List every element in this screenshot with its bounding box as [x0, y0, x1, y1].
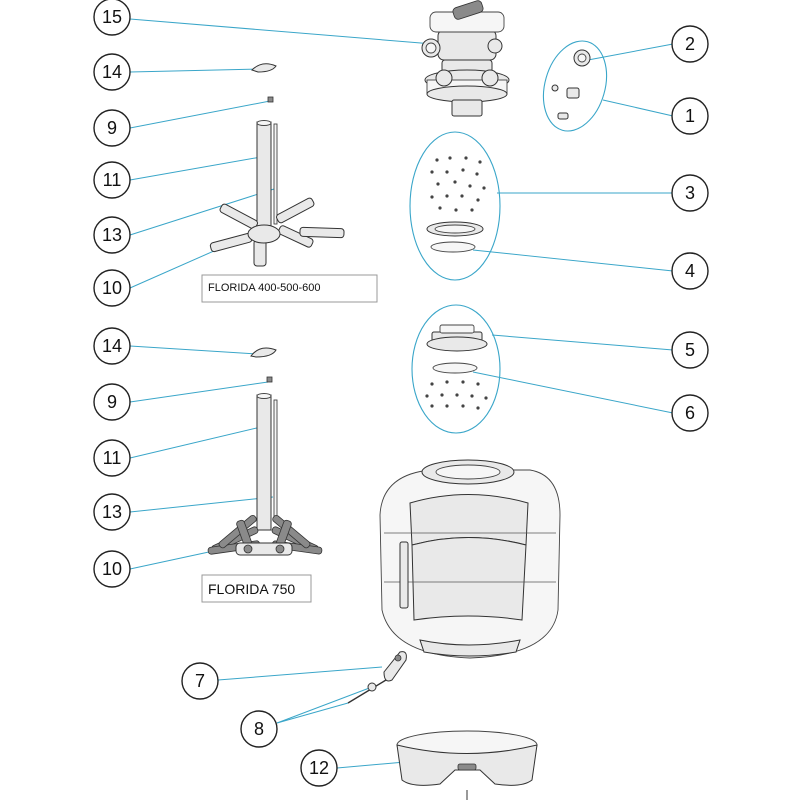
callout-15: 15	[93, 0, 131, 36]
leader-13a	[129, 188, 275, 236]
callouts: 15 2 14 1 9 11 3 13 4 10 14 5 9 6 11 13 …	[93, 0, 709, 787]
callout-4: 4	[671, 252, 709, 290]
callout-10b-text: 10	[102, 559, 122, 579]
callout-11a-text: 11	[103, 170, 122, 190]
leader-7	[217, 666, 383, 681]
model-label-top-text: FLORIDA 400-500-600	[208, 282, 321, 294]
callout-14b-text: 14	[102, 336, 122, 356]
leader-11a	[129, 156, 262, 181]
callout-3: 3	[671, 174, 709, 212]
leader-15	[129, 18, 434, 45]
callout-13b: 13	[93, 493, 131, 531]
callout-7-text: 7	[195, 671, 205, 691]
leader-12	[336, 761, 406, 769]
leader-1	[602, 99, 674, 117]
callout-9a-text: 9	[107, 118, 117, 138]
leader-5	[491, 334, 674, 351]
model-label-bottom-text: FLORIDA 750	[208, 581, 295, 597]
leader-11b	[129, 426, 262, 459]
gauge-kit	[542, 40, 608, 132]
callout-12-text: 12	[309, 758, 329, 778]
flange-kit	[411, 304, 501, 434]
radial-laterals	[207, 514, 323, 555]
callout-1: 1	[671, 97, 709, 135]
leader-14a	[129, 68, 264, 73]
callout-10a-text: 10	[102, 278, 122, 298]
leader-8b	[276, 702, 349, 724]
callout-15-text: 15	[102, 7, 122, 27]
leader-13b	[129, 496, 274, 513]
callout-1-text: 1	[685, 106, 695, 126]
callout-14a-text: 14	[102, 62, 122, 82]
callout-4-text: 4	[685, 261, 695, 281]
callout-5-text: 5	[685, 340, 695, 360]
leader-9b	[129, 381, 269, 403]
callout-13a-text: 13	[102, 225, 122, 245]
model-label-top: FLORIDA 400-500-600	[201, 274, 378, 303]
callout-3-text: 3	[685, 183, 695, 203]
callout-11b-text: 11	[103, 448, 122, 468]
filter-base	[396, 730, 538, 800]
callout-6-text: 6	[685, 403, 695, 423]
model-label-bottom: FLORIDA 750	[201, 574, 312, 603]
leader-2	[587, 43, 674, 61]
callout-14b: 14	[93, 327, 131, 365]
leader-lines	[129, 18, 674, 769]
callout-2: 2	[671, 25, 709, 63]
callout-11a: 11	[93, 161, 131, 199]
callout-8: 8	[240, 710, 278, 748]
callout-7: 7	[181, 662, 219, 700]
leader-9a	[129, 100, 271, 129]
leader-4	[472, 249, 674, 272]
callout-12: 12	[300, 749, 338, 787]
callout-10a: 10	[93, 269, 131, 307]
callout-13a: 13	[93, 216, 131, 254]
callout-2-text: 2	[685, 34, 695, 54]
filter-tank	[379, 459, 561, 659]
callout-5: 5	[671, 331, 709, 369]
callout-14a: 14	[93, 53, 131, 91]
callout-9b-text: 9	[107, 392, 117, 412]
lateral-assembly-bottom	[207, 347, 323, 556]
callout-13b-text: 13	[102, 502, 122, 522]
lid-bolts-kit	[409, 131, 501, 281]
bolt-dots	[430, 156, 486, 212]
leader-8a	[276, 686, 373, 724]
callout-10b: 10	[93, 550, 131, 588]
callout-11b: 11	[93, 439, 131, 477]
callout-9b: 9	[93, 383, 131, 421]
callout-8-text: 8	[254, 719, 264, 739]
leader-6	[472, 371, 674, 414]
callout-9a: 9	[93, 109, 131, 147]
callout-6: 6	[671, 394, 709, 432]
drain-assembly	[347, 651, 407, 704]
lateral-assembly-top	[209, 63, 345, 267]
flange-bolt-dots	[425, 380, 488, 410]
multiport-valve	[421, 0, 510, 117]
leader-14b	[129, 345, 258, 355]
